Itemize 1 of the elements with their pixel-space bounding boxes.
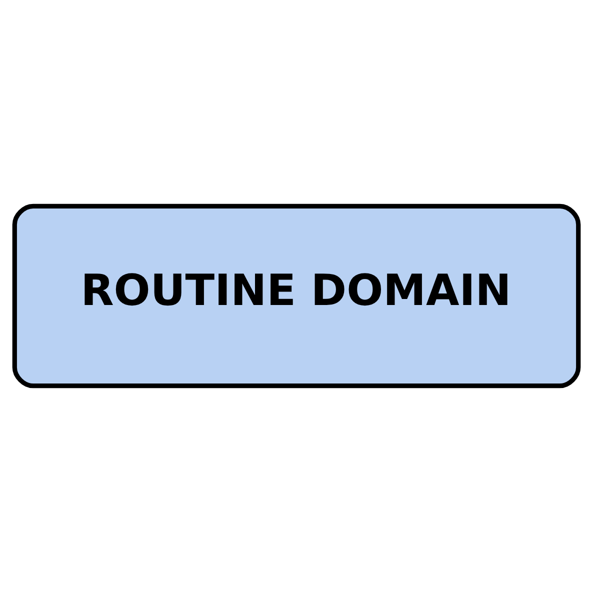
node-box: ROUTINE DOMAIN [12,204,581,388]
